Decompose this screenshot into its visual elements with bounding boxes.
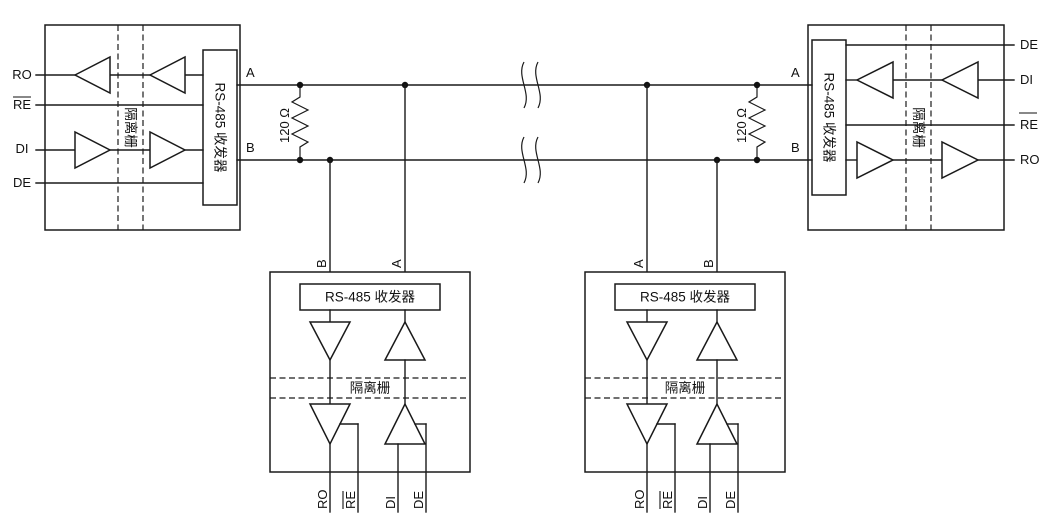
- cable-break-icon: [521, 61, 527, 109]
- buffer-triangle-icon: [941, 140, 980, 180]
- port-label-b: B: [314, 259, 329, 268]
- left-node: 隔离栅 RS-485 收发器 RO RE DI DE A B: [12, 24, 255, 231]
- port-label-b: B: [791, 140, 800, 155]
- pin-label-di: DI: [1020, 72, 1033, 87]
- pin-label-ro: RO: [315, 490, 330, 510]
- pin-label-di: DI: [695, 496, 710, 509]
- transceiver-chip: [614, 283, 756, 311]
- termination-value-left: 120 Ω: [277, 108, 292, 143]
- pin-label-de: DE: [1020, 37, 1038, 52]
- cable-break-icon: [521, 136, 527, 184]
- buffer-triangle-icon: [73, 55, 111, 95]
- transceiver-chip: [299, 283, 441, 311]
- port-label-b: B: [701, 259, 716, 268]
- pin-label-re: RE: [1020, 117, 1038, 132]
- pin-label-re: RE: [660, 491, 675, 509]
- transceiver-chip-label: RS-485 收发器: [325, 290, 416, 305]
- junction-dot: [753, 81, 761, 89]
- junction-dot: [296, 81, 304, 89]
- port-label-a: A: [791, 65, 800, 80]
- isolation-barrier-label: 隔离栅: [123, 107, 139, 148]
- transceiver-chip-label: RS-485 收发器: [213, 82, 228, 173]
- buffer-triangle-icon: [625, 321, 669, 362]
- buffer-triangle-icon: [308, 321, 352, 362]
- isolation-barrier-label: 隔离栅: [911, 107, 927, 148]
- junction-dot: [296, 156, 304, 164]
- pin-label-ro: RO: [12, 67, 32, 82]
- right-node: 隔离栅 RS-485 收发器 DE DI RE RO A B: [791, 24, 1040, 231]
- cable-break-icon: [535, 61, 541, 109]
- pin-label-di: DI: [16, 141, 29, 156]
- transceiver-chip-label: RS-485 收发器: [640, 290, 731, 305]
- transceiver-chip: [811, 39, 847, 196]
- termination-resistor-right-icon: [747, 85, 767, 160]
- pin-label-ro: RO: [632, 490, 647, 510]
- pin-label-de: DE: [411, 491, 426, 509]
- isolation-barrier-label: 隔离栅: [665, 380, 706, 396]
- buffer-triangle-icon: [940, 60, 979, 100]
- port-label-a: A: [389, 259, 404, 268]
- port-label-a: A: [631, 259, 646, 268]
- port-label-a: A: [246, 65, 255, 80]
- buffer-triangle-icon: [74, 130, 112, 170]
- buffer-triangle-icon: [148, 55, 186, 95]
- isolation-barrier-label: 隔离栅: [350, 380, 391, 396]
- buffer-triangle-icon: [149, 130, 187, 170]
- transceiver-chip: [202, 49, 238, 206]
- cable-break-icon: [535, 136, 541, 184]
- bus: 120 Ω 120 Ω: [236, 61, 813, 184]
- pin-label-re: RE: [343, 491, 358, 509]
- pin-label-de: DE: [13, 175, 31, 190]
- pin-label-di: DI: [383, 496, 398, 509]
- termination-value-right: 120 Ω: [734, 108, 749, 143]
- termination-resistor-left-icon: [290, 85, 310, 160]
- pin-label-de: DE: [723, 491, 738, 509]
- transceiver-chip-label: RS-485 收发器: [822, 72, 837, 163]
- buffer-triangle-icon: [856, 140, 895, 180]
- junction-dot: [753, 156, 761, 164]
- stub-node-2: A B RS-485 收发器 隔离栅 RO RE DI DE: [584, 84, 786, 513]
- port-label-b: B: [246, 140, 255, 155]
- pin-label-re: RE: [13, 97, 31, 112]
- stub-node-1: B A RS-485 收发器 隔离栅 RO RE DI DE: [269, 84, 471, 513]
- pin-label-ro: RO: [1020, 152, 1040, 167]
- buffer-triangle-icon: [855, 60, 894, 100]
